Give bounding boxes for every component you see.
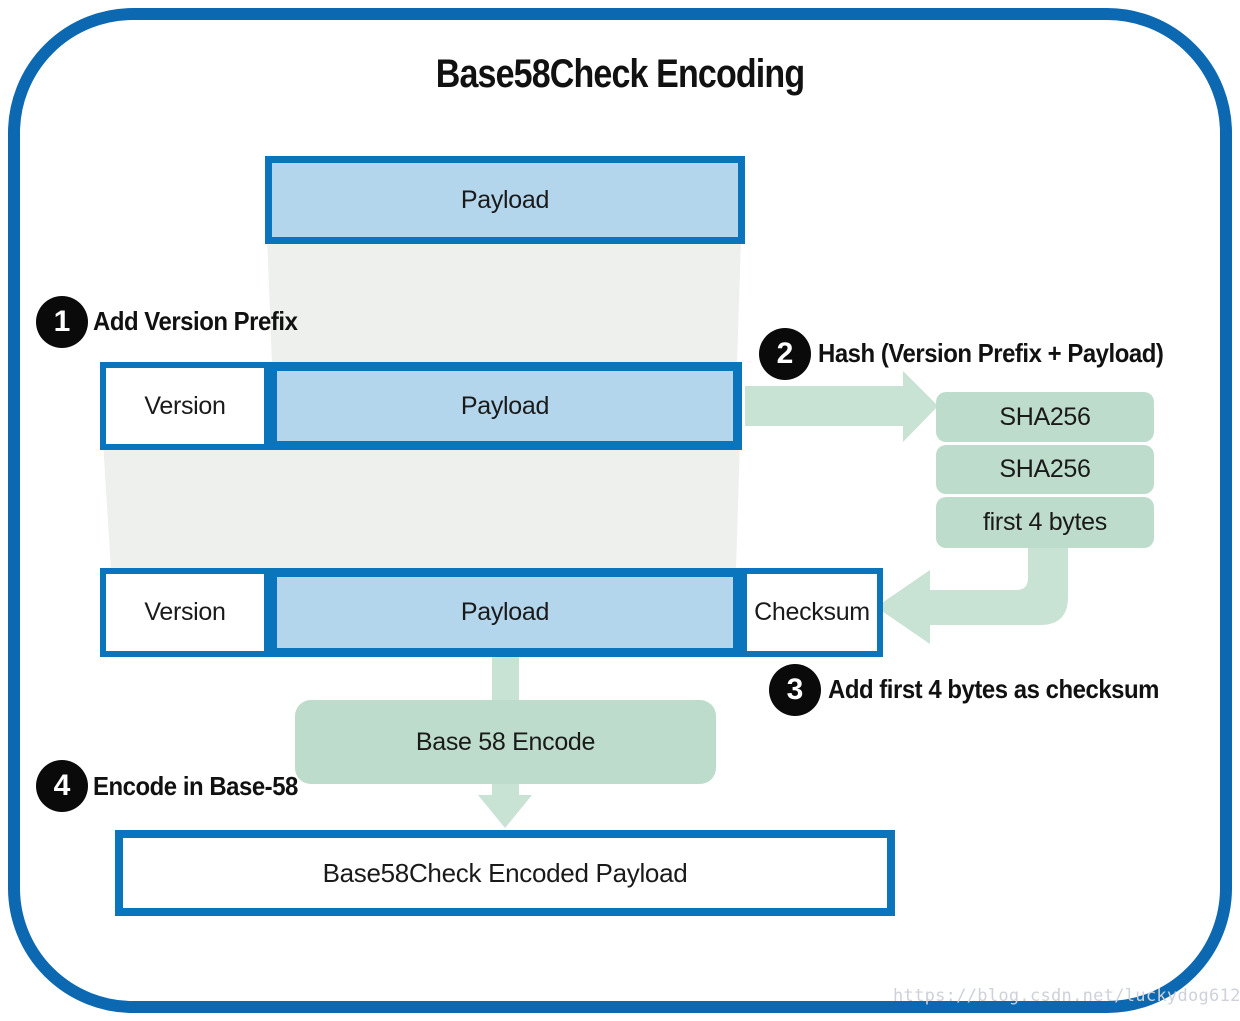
base58-encode-box: Base 58 Encode [295, 700, 716, 784]
base58-encode-label: Base 58 Encode [415, 727, 596, 756]
version-row2-label: Version [144, 391, 226, 420]
funnel-top [266, 210, 742, 364]
first-4-bytes-box: first 4 bytes [936, 497, 1154, 548]
sha256-2-label: SHA256 [999, 455, 1091, 483]
final-output-label: Base58Check Encoded Payload [322, 857, 688, 888]
first-4-bytes-label: first 4 bytes [983, 508, 1107, 536]
outer-rounded-border [8, 8, 1232, 1013]
step-2-label: Hash (Version Prefix + Payload) [818, 338, 1164, 368]
step-2-circle: 2 [759, 328, 811, 380]
checksum-label: Checksum [754, 598, 870, 626]
step-3-label: Add first 4 bytes as checksum [828, 674, 1159, 704]
step-1-number: 1 [53, 305, 71, 338]
hash-arrow-right [745, 371, 938, 442]
payload-row3-label: Payload [460, 598, 550, 626]
step-1-circle: 1 [36, 296, 88, 348]
step-2-number: 2 [776, 337, 794, 370]
csdn-watermark: https://blog.csdn.net/luckydog612 [893, 986, 1240, 1006]
payload-box-row3: Payload [268, 568, 742, 657]
step-4-circle: 4 [36, 760, 88, 812]
checksum-box: Checksum [741, 568, 883, 657]
version-row3-label: Version [144, 598, 226, 626]
payload-row2-label: Payload [460, 391, 550, 420]
final-output-box: Base58Check Encoded Payload [115, 830, 895, 916]
step-1-label: Add Version Prefix [93, 306, 298, 336]
funnel-bottom [101, 410, 741, 570]
sha256-1-label: SHA256 [999, 402, 1091, 431]
sha256-box-2: SHA256 [936, 445, 1154, 494]
version-box-row3: Version [100, 568, 270, 657]
checksum-curved-arrow [876, 548, 1068, 644]
step-4-number: 4 [53, 769, 71, 802]
payload-top-label: Payload [460, 185, 550, 214]
step-3-circle: 3 [769, 664, 821, 716]
version-box-row2: Version [100, 362, 270, 450]
payload-box-row2: Payload [268, 362, 742, 450]
sha256-box-1: SHA256 [936, 392, 1154, 442]
step-3-number: 3 [786, 673, 804, 706]
diagram-title: Base58Check Encoding [435, 52, 805, 96]
step-4-label: Encode in Base-58 [93, 771, 298, 801]
payload-box-top: Payload [265, 156, 745, 244]
